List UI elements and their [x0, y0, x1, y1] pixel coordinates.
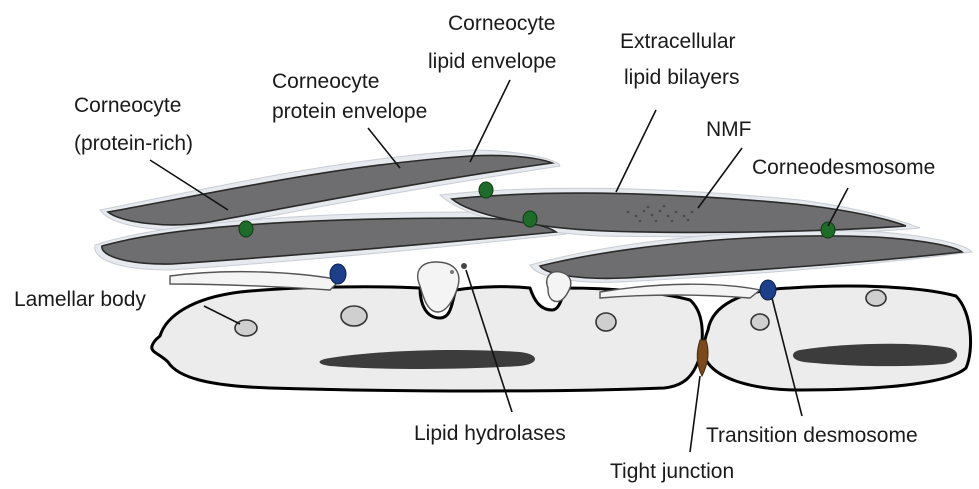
label-extracellular-2: lipid bilayers [624, 66, 740, 89]
label-tight-junction: Tight junction [610, 460, 734, 483]
corneodesmosome-dot [523, 211, 537, 227]
label-lipid-envelope-1: Corneocyte [448, 12, 555, 35]
granular-cells [152, 286, 971, 391]
label-corneodesmosome: Corneodesmosome [752, 156, 935, 179]
vesicle [866, 290, 886, 306]
leader-lipid-envelope [470, 80, 510, 162]
transition-desmosome-dot [760, 280, 776, 300]
granular-cell-right [704, 286, 971, 390]
label-corneocyte-protein-rich-1: Corneocyte [74, 94, 181, 117]
label-extracellular-1: Extracellular [620, 30, 736, 53]
tight-junction-mark [697, 340, 708, 376]
label-lipid-hydrolases: Lipid hydrolases [414, 422, 566, 445]
label-corneocyte-protein-rich-2: (protein-rich) [74, 132, 193, 155]
leader-extracellular-lipid [616, 110, 656, 192]
corneodesmosome-dot [239, 221, 253, 237]
vesicle [341, 306, 367, 326]
vesicle [751, 314, 769, 330]
label-lipid-envelope-2: lipid envelope [428, 50, 556, 73]
label-transition-desmosome: Transition desmosome [706, 424, 918, 447]
label-nmf: NMF [706, 118, 752, 141]
label-protein-envelope-1: Corneocyte [272, 70, 379, 93]
label-lamellar-body: Lamellar body [14, 288, 146, 311]
corneodesmosome-dot [479, 182, 493, 198]
lipid-hydrolase-granule [461, 263, 467, 269]
lipid-hydrolase-granule [450, 270, 454, 274]
leader-tight-junction [690, 376, 700, 452]
label-protein-envelope-2: protein envelope [272, 100, 427, 123]
transition-desmosome-dot [330, 264, 346, 284]
vesicle [596, 313, 616, 331]
